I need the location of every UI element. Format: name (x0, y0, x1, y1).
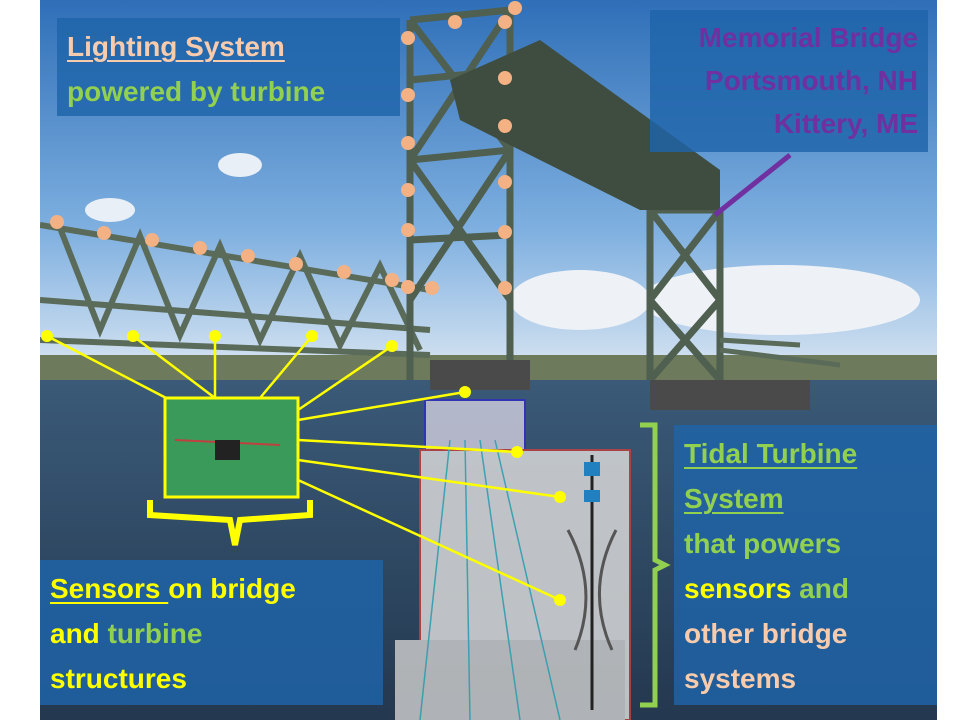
lighting-dots (50, 1, 522, 295)
sensors-rest: on bridge (168, 573, 296, 604)
sensors-line3: structures (50, 663, 187, 694)
turbine-bracket (640, 422, 671, 708)
tidal-turbine-box: Tidal Turbine System that powers sensors… (674, 425, 937, 705)
sensors-word: Sensors (50, 573, 169, 604)
location-line2: Portsmouth, NH (704, 65, 918, 96)
turbine-title2: System (684, 483, 784, 514)
sensor-photo (163, 396, 300, 499)
turbine-schematic (566, 455, 618, 710)
pier-right (650, 380, 810, 410)
lighting-title: Lighting System (67, 31, 285, 62)
sensor-dots (41, 330, 566, 606)
lighting-system-box: Lighting System powered by turbine (57, 18, 400, 116)
sensors-and: and (50, 618, 108, 649)
turbine-line6: systems (684, 663, 797, 694)
turbine-title1: Tidal Turbine (684, 438, 858, 469)
sensors-turbine: turbine (107, 618, 203, 649)
left-truss (40, 222, 431, 358)
turbine-line3: that powers (684, 528, 842, 559)
lighting-subtitle: powered by turbine (67, 76, 326, 107)
turbine-line5: other bridge (684, 618, 848, 649)
sensor-bracket (147, 500, 313, 546)
right-approach (719, 337, 841, 368)
location-box: Memorial Bridge Portsmouth, NH Kittery, … (650, 10, 928, 152)
sensors-box: Sensors on bridge and turbine structures (40, 560, 383, 705)
location-line1: Memorial Bridge (698, 22, 918, 53)
turbine-and: and (791, 573, 849, 604)
location-line3: Kittery, ME (773, 108, 918, 139)
lift-span (450, 40, 720, 210)
location-pointer (713, 153, 792, 217)
turbine-sensors: sensors (684, 573, 792, 604)
pier (430, 360, 530, 390)
sensor-lines (46, 334, 561, 602)
